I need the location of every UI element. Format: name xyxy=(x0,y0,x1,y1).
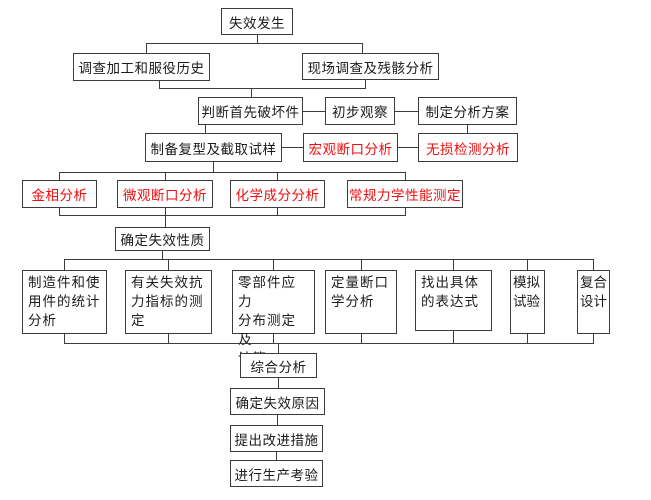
connector-line xyxy=(59,215,406,216)
node-failure-occurrence: 失效发生 xyxy=(221,8,293,35)
connector-line xyxy=(213,162,214,172)
connector-line xyxy=(64,259,594,260)
connector-line xyxy=(277,208,278,216)
node-simulation-test: 模拟 试验 xyxy=(510,270,545,334)
node-failure-resistance-measurement: 有关失效抗 力指标的测 定 xyxy=(125,270,212,334)
connector-line xyxy=(361,259,362,270)
connector-line xyxy=(453,259,454,270)
connector-line xyxy=(527,334,528,343)
connector-line xyxy=(165,215,166,227)
connector-line xyxy=(593,334,594,343)
connector-line xyxy=(273,334,274,343)
connector-line xyxy=(467,125,468,133)
connector-line xyxy=(64,259,65,270)
connector-line xyxy=(251,88,252,97)
node-formulate-analysis-plan: 制定分析方案 xyxy=(418,97,517,125)
connector-line xyxy=(162,251,163,259)
node-identify-first-failed-part: 判断首先破坏件 xyxy=(198,97,303,125)
connector-line xyxy=(395,111,418,112)
node-statistical-analysis: 制造件和使 用件的统计 分析 xyxy=(22,270,107,334)
node-quantitative-fractography: 定量断口 学分析 xyxy=(325,270,397,334)
connector-line xyxy=(277,415,278,425)
connector-line xyxy=(273,259,274,270)
connector-line xyxy=(303,111,325,112)
connector-line xyxy=(361,334,362,343)
connector-line xyxy=(59,172,406,173)
connector-line xyxy=(168,259,169,270)
connector-line xyxy=(257,35,258,44)
connector-line xyxy=(362,43,363,53)
node-investigate-processing-service-history: 调查加工和服役历史 xyxy=(73,53,210,81)
node-composite-design: 复合 设计 xyxy=(577,270,610,334)
connector-line xyxy=(64,334,65,343)
node-propose-improvements: 提出改进措施 xyxy=(230,425,323,452)
connector-line xyxy=(165,208,166,216)
connector-line xyxy=(398,147,418,148)
connector-line xyxy=(276,452,277,460)
node-preliminary-observation: 初步观察 xyxy=(325,97,395,125)
node-production-verification: 进行生产考验 xyxy=(230,460,323,487)
connector-line xyxy=(405,208,406,216)
connector-line xyxy=(453,331,454,343)
connector-line xyxy=(159,81,160,89)
connector-line xyxy=(146,43,363,44)
node-comprehensive-analysis: 综合分析 xyxy=(240,353,317,378)
connector-line xyxy=(64,343,594,344)
node-metallographic-analysis: 金相分析 xyxy=(22,180,97,208)
connector-line xyxy=(282,147,303,148)
connector-line xyxy=(527,259,528,270)
connector-line xyxy=(59,172,60,180)
node-determine-failure-nature: 确定失效性质 xyxy=(115,227,210,251)
node-macro-fracture-analysis: 宏观断口分析 xyxy=(303,133,398,162)
node-mechanical-properties-test: 常规力学性能测定 xyxy=(347,180,463,208)
connector-line xyxy=(146,43,147,53)
node-ndt-analysis: 无损检测分析 xyxy=(418,133,518,162)
connector-line xyxy=(405,172,406,180)
node-stress-distribution-calculation: 零部件应力 分布测定及 计算 xyxy=(232,270,315,367)
connector-line xyxy=(277,172,278,180)
node-site-investigation-wreckage-analysis: 现场调查及残骸分析 xyxy=(302,53,439,80)
connector-line xyxy=(365,80,366,89)
connector-line xyxy=(278,343,279,353)
connector-line xyxy=(168,334,169,343)
connector-line xyxy=(59,208,60,216)
node-micro-fracture-analysis: 微观断口分析 xyxy=(117,180,213,208)
connector-line xyxy=(165,172,166,180)
node-determine-failure-cause: 确定失效原因 xyxy=(230,388,325,415)
connector-line xyxy=(593,259,594,270)
node-chemical-composition-analysis: 化学成分分析 xyxy=(230,180,325,208)
connector-line xyxy=(205,125,206,133)
connector-line xyxy=(159,88,366,89)
node-prepare-replica-cut-samples: 制备复型及截取试样 xyxy=(145,133,282,162)
node-find-specific-expression: 找出具体 的表达式 xyxy=(415,270,492,331)
connector-line xyxy=(278,378,279,388)
